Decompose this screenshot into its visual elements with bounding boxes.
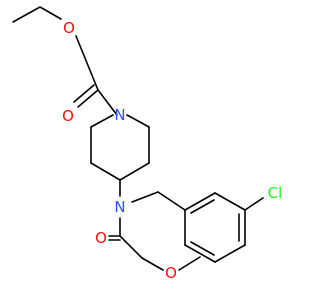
bond-pip-n-c2 xyxy=(126,114,150,128)
bond-lactam-c-ch2 xyxy=(119,235,143,259)
atom-label-chloro: Cl xyxy=(268,184,283,202)
bond-ethyl-ch2-o xyxy=(39,6,62,20)
bond-aryl-2-3 xyxy=(214,192,246,211)
chemical-structure-diagram: O O N N O O Cl xyxy=(12,6,282,282)
bond-carbonyl-n xyxy=(97,89,118,116)
atom-label-ester-o-top: O xyxy=(63,19,75,37)
bond-carbonyl-double-b xyxy=(73,84,95,103)
atom-label-piperidine-n: N xyxy=(114,106,125,124)
bond-aryl-cl xyxy=(244,197,264,211)
bond-aryl-1-2-inner xyxy=(190,199,215,214)
bond-aryl-1-2 xyxy=(184,192,216,211)
bond-carbonyl-double-a xyxy=(77,89,99,108)
bond-pip-c4-c5 xyxy=(90,162,121,181)
bond-pip-c3-c4 xyxy=(119,162,150,181)
bond-aryl-5-6 xyxy=(184,244,216,263)
bond-ring-n-ch2-benzylic xyxy=(131,191,159,203)
bond-aryl-4-5 xyxy=(214,244,246,263)
bond-aryl-5-6-inner xyxy=(190,241,215,256)
bond-o-carbonyl-c xyxy=(75,35,99,91)
bond-benzylic-ch2-aryl xyxy=(157,191,186,211)
atom-label-ring-ether-o: O xyxy=(165,264,177,282)
bond-ring-o-aryl xyxy=(178,256,201,271)
bond-pip-c6-n xyxy=(90,114,114,128)
atom-label-layer: O O N N O O Cl xyxy=(62,19,282,282)
bond-layer xyxy=(12,6,264,271)
atom-label-lactam-o: O xyxy=(95,229,107,247)
bond-ch2-ring-o xyxy=(141,257,164,271)
bond-ethyl-ch3-ch2 xyxy=(12,6,41,23)
atom-label-ring-n: N xyxy=(114,198,125,216)
atom-label-carbonyl-o: O xyxy=(62,107,74,125)
